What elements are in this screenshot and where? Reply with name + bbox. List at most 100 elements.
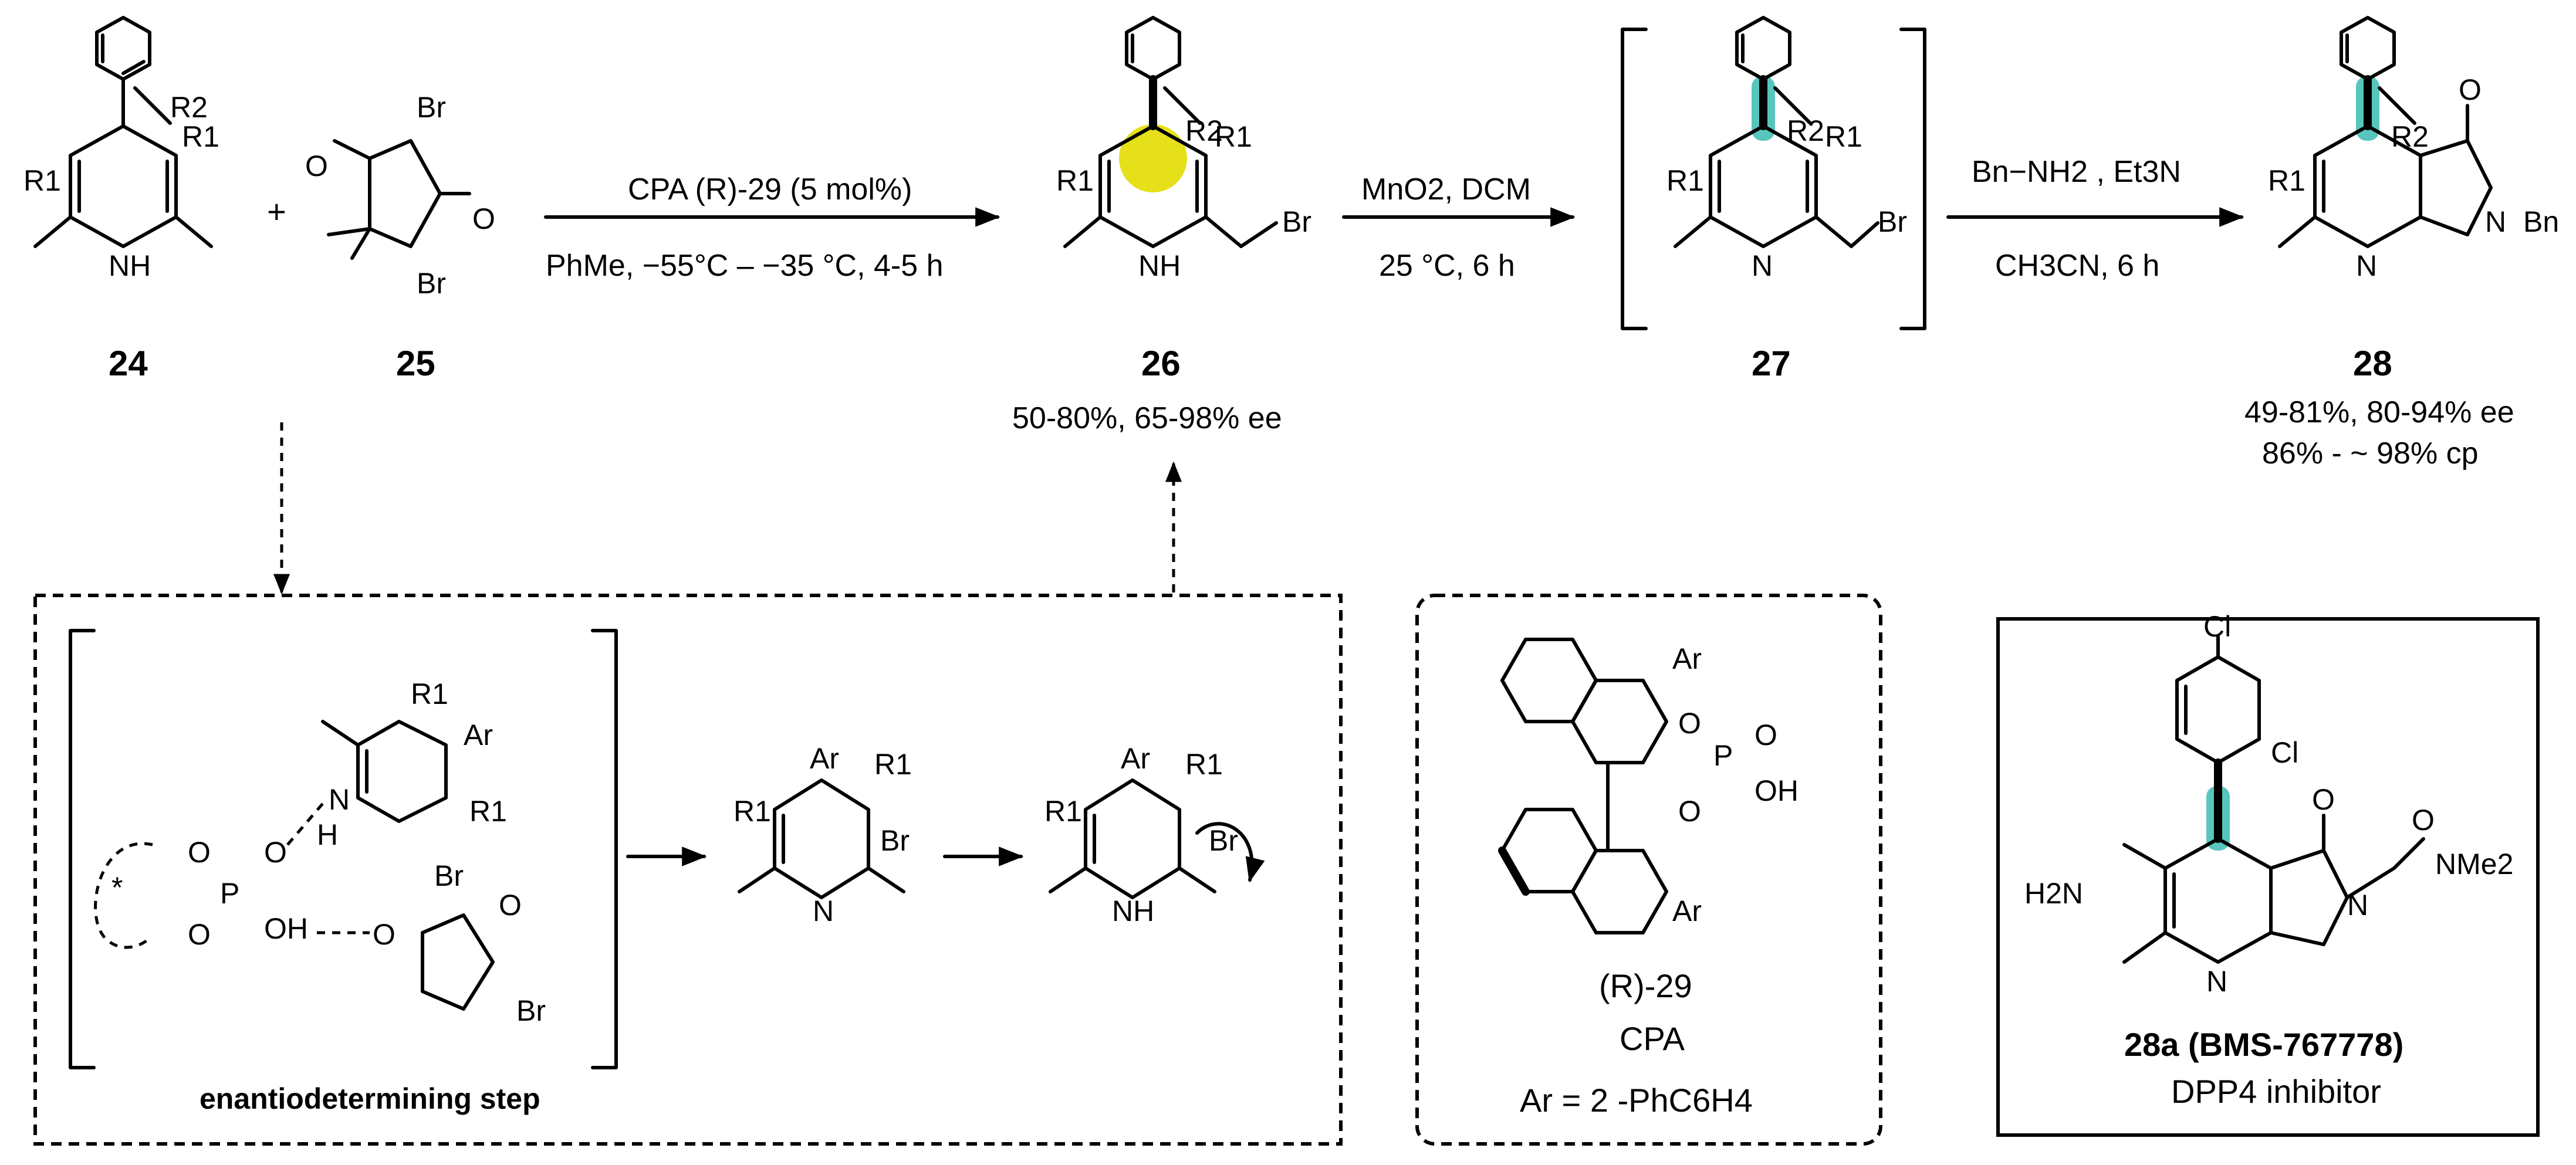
br-label-int2: Br xyxy=(1209,824,1238,857)
cl-label-drug1: Cl xyxy=(2203,610,2231,643)
step3-below-text: CH3CN, 6 h xyxy=(1995,249,2159,283)
bracket-left-27 xyxy=(1621,28,1648,330)
p-label-ts: P xyxy=(220,877,239,910)
o-label-drug2: O xyxy=(2412,804,2435,837)
r1-label-28: R1 xyxy=(2268,164,2305,197)
r2-label-26: R2 xyxy=(1185,114,1223,147)
br-label-25a: Br xyxy=(417,91,446,124)
r1-label-ts: R1 xyxy=(411,678,448,710)
compound-28-structure: R1 R2 N O N Bn xyxy=(2268,16,2559,282)
br-label-ts2: Br xyxy=(516,994,546,1027)
drug-compound-label: 28a (BMS-767778) xyxy=(2124,1026,2403,1063)
r1-label-27b: R1 xyxy=(1825,120,1862,153)
drug-box: Cl Cl H2N N O N O NMe2 28a (BMS-767778) … xyxy=(1996,610,2540,1137)
br-label-27: Br xyxy=(1878,205,1907,238)
mechanism-box: * O O P O OH R1 Ar N H R1 Br O O Br enan… xyxy=(33,594,1343,1146)
cpa-compound-label: (R)-29 xyxy=(1599,967,1692,1004)
r1-label-int2: R1 xyxy=(1044,795,1082,828)
compound-27-label: 27 xyxy=(1752,344,1791,383)
step1-above-text: CPA (R)-29 (5 mol%) xyxy=(628,172,912,206)
cpa-ar-definition: Ar = 2 -PhC6H4 xyxy=(1520,1082,1753,1119)
step2-below-text: 25 °C, 6 h xyxy=(1379,249,1515,283)
r1-label-int2b: R1 xyxy=(1185,748,1223,781)
ar-label-ts: Ar xyxy=(464,719,493,751)
n-label-int1: N xyxy=(813,895,834,927)
r1-label-int1: R1 xyxy=(733,795,771,828)
r1-label-24b: R1 xyxy=(182,120,219,153)
ar-label-cpa1: Ar xyxy=(1672,642,1702,675)
br-label-ts: Br xyxy=(434,859,464,892)
compound-27-structure: R1 R1 R2 N Br xyxy=(1621,16,1926,330)
compound-26-structure: R1 R1 R2 NH Br xyxy=(1056,16,1311,282)
r2-label-27: R2 xyxy=(1787,114,1824,147)
br-label-26: Br xyxy=(1282,205,1311,238)
r2-label-28: R2 xyxy=(2391,120,2429,153)
o-label-25b: O xyxy=(472,202,495,235)
ar-label-int1: Ar xyxy=(810,742,839,775)
stereocenter-highlight xyxy=(1119,124,1187,192)
o-label-ts1: O xyxy=(188,836,211,869)
o-label-drug1: O xyxy=(2312,783,2335,816)
nme2-label: NMe2 xyxy=(2435,848,2513,880)
r1-label-27a: R1 xyxy=(1666,164,1704,197)
compound-24-label: 24 xyxy=(109,344,148,383)
compound-28-label: 28 xyxy=(2353,344,2392,383)
nh-label-int2: NH xyxy=(1112,895,1154,927)
n-label-ts: N xyxy=(329,783,350,816)
n-label-27: N xyxy=(1752,249,1773,282)
bn-label-28: Bn xyxy=(2523,205,2559,238)
o-label-ts3: O xyxy=(264,836,287,869)
br-label-25b: Br xyxy=(417,267,446,300)
o-label-cpa2: O xyxy=(1754,719,1777,751)
catalyst-backbone-arc xyxy=(94,842,153,949)
step2-above-text: MnO2, DCM xyxy=(1361,172,1531,206)
r1-label-24a: R1 xyxy=(23,164,61,197)
plus-sign: + xyxy=(267,193,286,230)
o-label-ts4: O xyxy=(373,918,395,951)
bracket-right-27 xyxy=(1899,28,1926,330)
o-label-ts5: O xyxy=(499,889,522,922)
yield-28-line1: 49-81%, 80-94% ee xyxy=(2244,395,2514,429)
ar-label-int2: Ar xyxy=(1121,742,1150,775)
r1-label-int1b: R1 xyxy=(874,748,912,781)
h2n-label: H2N xyxy=(2024,877,2083,910)
ar-label-cpa2: Ar xyxy=(1672,895,1702,927)
cpa-box: Ar O P O OH O Ar (R)-29 CPA Ar = 2 -PhC6… xyxy=(1415,594,1882,1146)
n-label-28: N xyxy=(2356,249,2377,282)
chiral-star: * xyxy=(111,871,123,904)
compound-26-label: 26 xyxy=(1141,344,1181,383)
bracket-right-ts xyxy=(591,629,618,1069)
yield-28-line2: 86% - ~ 98% cp xyxy=(2262,436,2479,470)
compound-25-label: 25 xyxy=(396,344,435,383)
nh-label-24: NH xyxy=(109,249,151,282)
step1-below-text: PhMe, −55°C – −35 °C, 4-5 h xyxy=(546,249,944,283)
p-label-cpa: P xyxy=(1713,739,1733,772)
yield-26-text: 50-80%, 65-98% ee xyxy=(1012,401,1282,435)
bracket-left-ts xyxy=(69,629,96,1069)
r1-label-26b: R1 xyxy=(1215,120,1252,153)
oh-label-ts: OH xyxy=(264,912,308,945)
cpa-name-label: CPA xyxy=(1620,1020,1685,1057)
oh-label-cpa: OH xyxy=(1754,774,1799,807)
cl-label-drug2: Cl xyxy=(2271,736,2298,769)
mechanism-caption: enantiodetermining step xyxy=(200,1082,540,1115)
h-label-ts: H xyxy=(317,818,338,851)
step3-above-text: Bn−NH2 , Et3N xyxy=(1972,155,2181,189)
o-label-cpa3: O xyxy=(1678,795,1701,828)
r1-label-26a: R1 xyxy=(1056,164,1094,197)
drug-description: DPP4 inhibitor xyxy=(2171,1073,2381,1110)
n-label-drug: N xyxy=(2206,965,2227,998)
compound-25-structure: O O Br Br xyxy=(305,91,495,300)
o-label-ts2: O xyxy=(188,918,211,951)
br-label-int1: Br xyxy=(880,824,910,857)
compound-24-structure: R1 R1 R2 NH xyxy=(23,16,219,282)
n-label-28b: N xyxy=(2485,205,2506,238)
r2-label-24: R2 xyxy=(170,91,208,124)
r1-label-ts2: R1 xyxy=(469,795,507,828)
o-label-28: O xyxy=(2459,73,2482,106)
nh-label-26: NH xyxy=(1138,249,1181,282)
n-label-drug2: N xyxy=(2347,889,2368,922)
o-label-cpa1: O xyxy=(1678,707,1701,740)
o-label-25a: O xyxy=(305,150,328,182)
